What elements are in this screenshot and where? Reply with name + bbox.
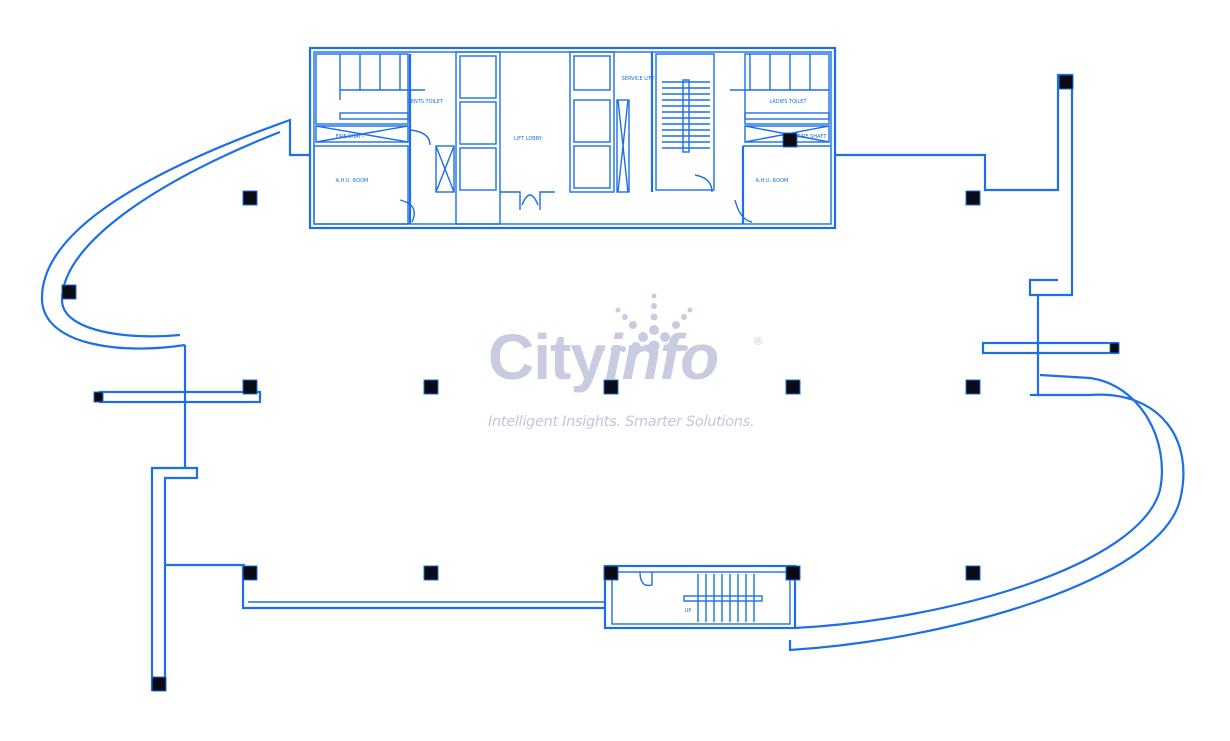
label-stair-up: UP xyxy=(685,608,692,614)
room-labels: GENTS TOILET FIRE SHAFT A.H.U. ROOM LIFT… xyxy=(336,76,828,614)
column xyxy=(151,676,167,692)
columns xyxy=(61,74,1120,692)
column xyxy=(785,565,801,581)
label-gents-toilet: GENTS TOILET xyxy=(407,99,444,105)
label-fire-shaft-left: FIRE SHAFT xyxy=(336,134,366,140)
column xyxy=(1058,74,1074,90)
label-fire-shaft-right: FIRE SHAFT xyxy=(798,134,828,140)
service-core xyxy=(308,46,837,230)
column xyxy=(603,565,619,581)
column xyxy=(423,565,439,581)
stair-treads xyxy=(662,79,710,153)
label-ladies-toilet: LADIES TOILET xyxy=(769,99,807,105)
label-lift-lobby: LIFT LOBBY xyxy=(514,136,543,142)
column xyxy=(603,379,619,395)
column xyxy=(423,379,439,395)
lower-stair xyxy=(683,574,763,622)
label-service-lift: SERVICE LIFT xyxy=(622,76,656,82)
column xyxy=(93,391,104,403)
label-ahu-room-right: A.H.U. ROOM xyxy=(756,178,789,184)
column xyxy=(242,379,258,395)
column xyxy=(965,379,981,395)
column xyxy=(242,565,258,581)
column xyxy=(61,284,77,300)
column xyxy=(242,190,258,206)
column xyxy=(782,132,798,148)
column xyxy=(1109,342,1120,354)
column xyxy=(785,379,801,395)
column xyxy=(965,565,981,581)
label-ahu-room-left: A.H.U. ROOM xyxy=(336,178,369,184)
column xyxy=(965,190,981,206)
